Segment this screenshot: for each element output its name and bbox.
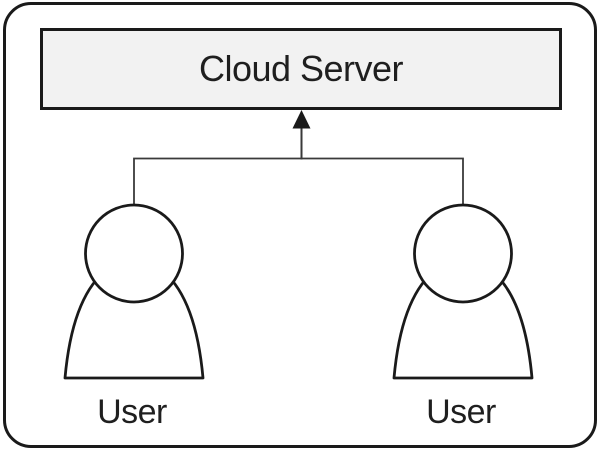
cloud-server-label: Cloud Server bbox=[198, 48, 404, 89]
diagram-frame bbox=[3, 2, 597, 448]
user-label: User bbox=[97, 393, 167, 431]
cloud-server-box: Cloud Server bbox=[40, 28, 562, 110]
user-label: User bbox=[426, 393, 496, 431]
